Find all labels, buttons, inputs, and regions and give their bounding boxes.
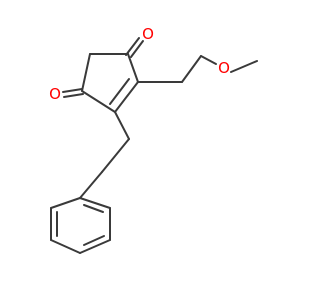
bond-c1-o-top-a — [125, 37, 140, 56]
bond-c2-c3 — [81, 53, 91, 92]
oxygen-label-top: O — [142, 25, 154, 43]
bond-c3-o-left-b — [63, 93, 84, 98]
bond-c1-o-top-b — [130, 40, 144, 58]
molecule-canvas: O O O — [49, 25, 258, 254]
bond-ch2a-ch2b — [181, 55, 202, 83]
bond-ph-4 — [50, 239, 81, 254]
bond-ph-inner-2 — [83, 235, 105, 246]
oxygen-label-left: O — [49, 85, 61, 103]
bond-ph-3 — [79, 239, 111, 254]
bond-ch2b-o — [200, 55, 217, 65]
bond-c4-c5 — [114, 81, 139, 113]
bond-c3-c4 — [81, 90, 116, 113]
bond-ch2c-ch2d — [101, 138, 130, 173]
bond-c5-c1 — [127, 53, 139, 83]
bond-ph-1 — [79, 197, 111, 209]
bond-o-ch3 — [230, 60, 258, 73]
bond-ch2d-ring — [79, 171, 103, 199]
bond-c3-o-left-a — [62, 88, 83, 93]
oxygen-label-ether: O — [218, 59, 230, 77]
structure-diagram: O O O — [49, 25, 258, 254]
bond-c4-ch2c — [114, 111, 130, 140]
bond-c4-c5-double — [109, 78, 130, 105]
bond-ph-inner-1 — [83, 204, 104, 213]
bond-ph-6 — [50, 197, 81, 209]
